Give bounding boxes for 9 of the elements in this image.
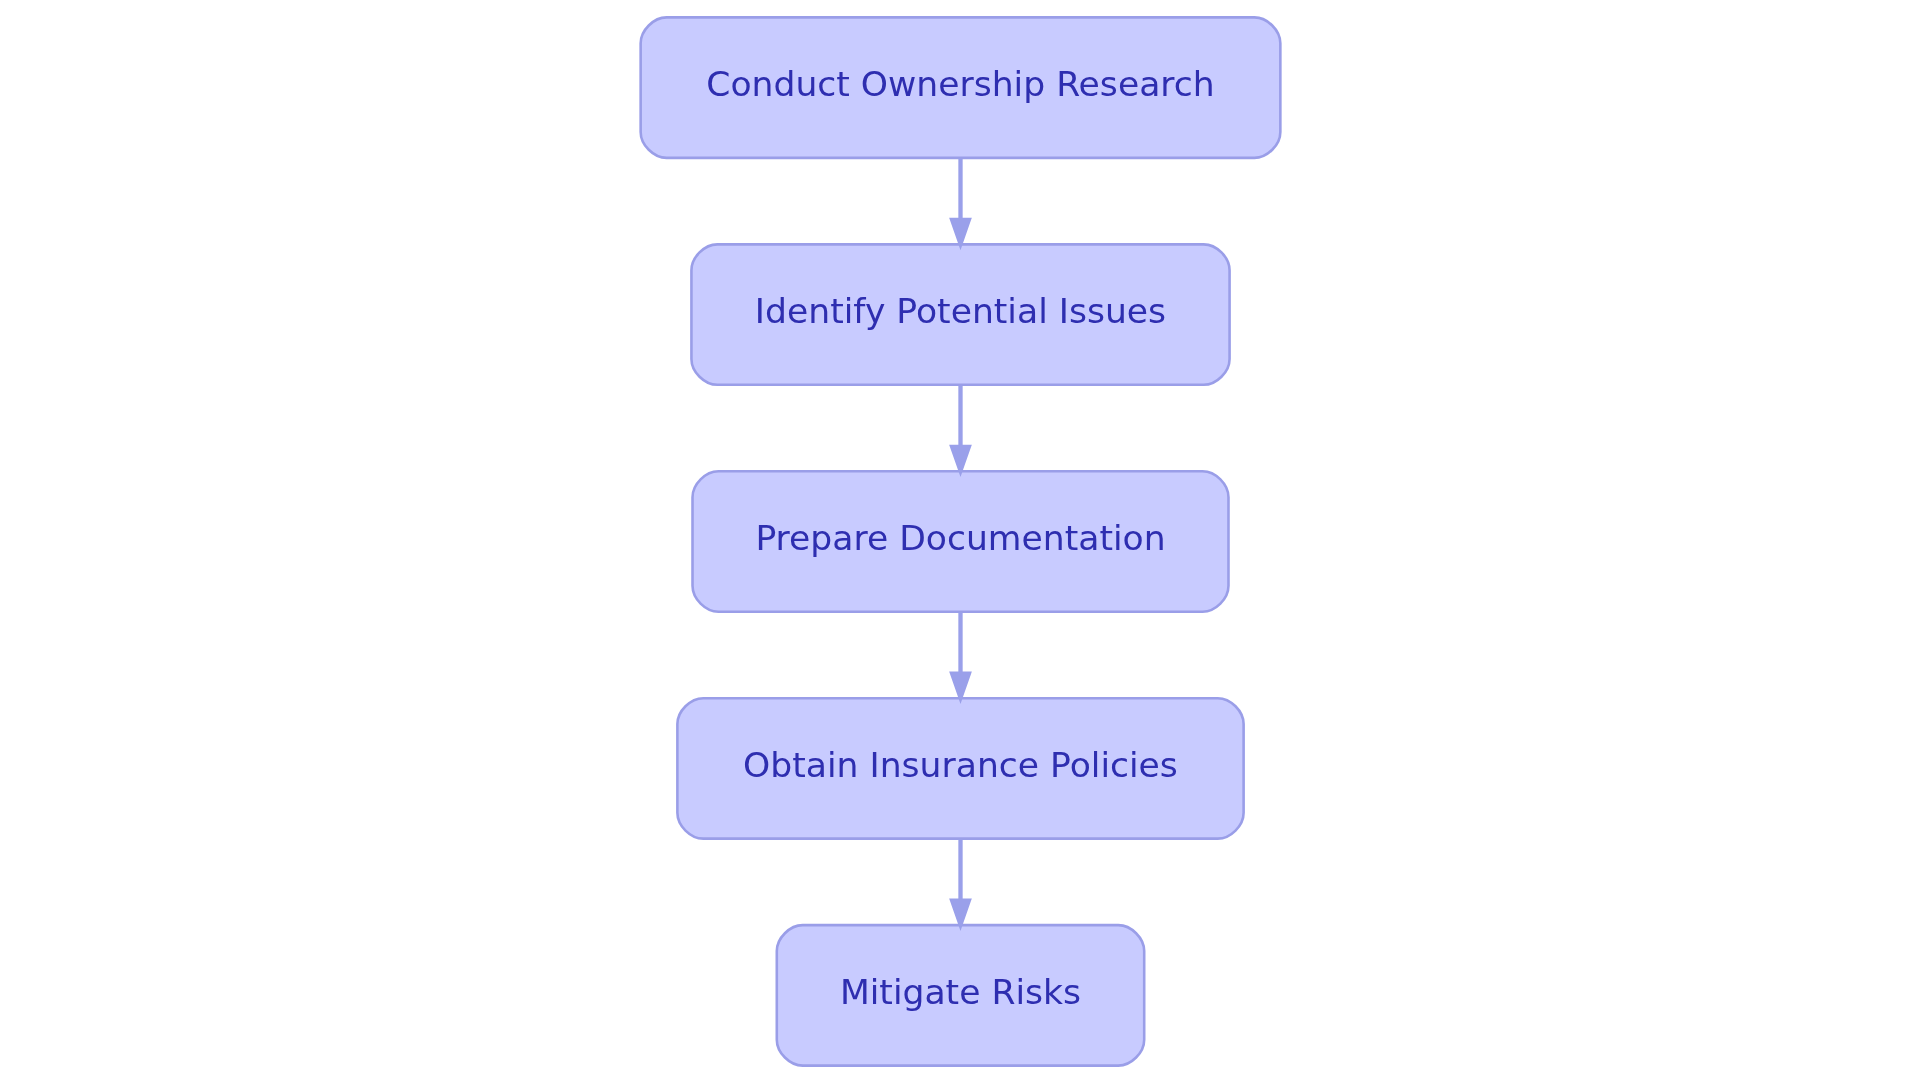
node-box: Identify Potential Issues: [689, 243, 1231, 387]
arrow: [948, 612, 972, 705]
arrow: [948, 839, 972, 931]
node-box: Prepare Documentation: [690, 469, 1230, 614]
arrow: [948, 385, 972, 478]
node-box: Conduct Ownership Research: [638, 16, 1282, 160]
node-box: Mitigate Risks: [775, 923, 1145, 1067]
node-box: Obtain Insurance Policies: [675, 696, 1245, 840]
arrow: [948, 158, 972, 251]
